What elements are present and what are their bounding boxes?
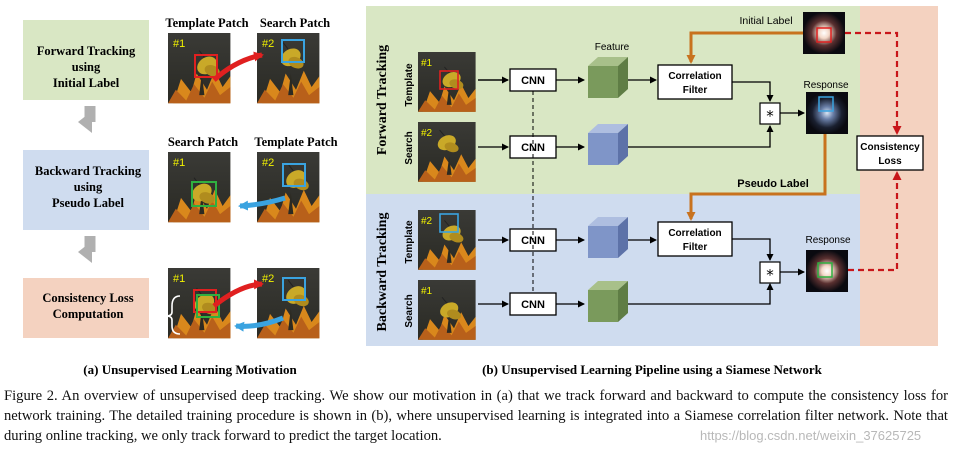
- watermark: https://blog.csdn.net/weixin_37625725: [700, 428, 922, 443]
- bwd-search-tag: #1: [421, 286, 433, 297]
- cnn-label-4: CNN: [521, 299, 545, 311]
- row3-blue-arrow: [234, 315, 284, 332]
- row1-red-box: [194, 54, 218, 78]
- corr-bwd-line1: Correlation: [668, 228, 721, 239]
- step-backward-box: [23, 150, 149, 230]
- row3-green-box: [196, 294, 220, 318]
- cnn-label-1: CNN: [521, 75, 545, 87]
- panel-a: Forward Tracking using Initial Label Bac…: [23, 16, 338, 377]
- fwd-template-box: [439, 70, 459, 90]
- pseudo-label-text: Pseudo Label: [737, 178, 809, 190]
- step-loss-line1: Consistency Loss: [42, 291, 133, 305]
- corr-fwd-line2: Filter: [683, 85, 708, 96]
- bwd-search-label: Search: [404, 294, 415, 327]
- fwd-template-label: Template: [404, 63, 415, 107]
- correlation-filter-bwd: [657, 221, 733, 257]
- loss-region: [860, 6, 938, 346]
- row1-tag-a: #1: [173, 38, 185, 50]
- step-forward-line2: using: [72, 60, 101, 74]
- loss-dashed-from-response: [848, 171, 902, 272]
- row2-green-box: [191, 181, 217, 207]
- row3-tag-a: #1: [173, 273, 185, 285]
- row3-red-arrow: [212, 279, 264, 308]
- conv-op-bwd-symbol: *: [766, 266, 774, 284]
- response-label-bwd: Response: [805, 235, 850, 246]
- step-loss-line2: Computation: [53, 307, 124, 321]
- step-loss-box: [23, 278, 149, 338]
- step-forward-line1: Forward Tracking: [37, 44, 136, 58]
- row3-tag-b: #2: [262, 273, 274, 285]
- initial-label-box: [816, 27, 832, 43]
- loss-line2: Loss: [878, 156, 902, 167]
- response-label-fwd: Response: [803, 80, 848, 91]
- row2-tag-a: #1: [173, 157, 185, 169]
- pseudo-label-arrow: [686, 134, 827, 221]
- row1-tag-b: #2: [262, 38, 274, 50]
- row3-red-box: [193, 289, 217, 313]
- step-backward-line3: Pseudo Label: [52, 196, 124, 210]
- response-map-fwd: [806, 92, 848, 134]
- conv-op-fwd-symbol: *: [766, 107, 774, 125]
- row3-bracket: [165, 295, 181, 335]
- row2-blue-box: [282, 163, 306, 187]
- loss-line1: Consistency: [860, 142, 920, 153]
- row2-left-label: Search Patch: [168, 135, 238, 149]
- row2-tag-b: #2: [262, 157, 274, 169]
- feature-cube-fwd-search: [588, 124, 628, 165]
- panel-a-caption: (a) Unsupervised Learning Motivation: [83, 362, 297, 377]
- step-backward-line2: using: [74, 180, 103, 194]
- feature-cube-bwd-search: [588, 281, 628, 322]
- initial-label-text: Initial Label: [739, 15, 792, 27]
- row2-right-label: Template Patch: [254, 135, 337, 149]
- feature-cube-fwd-template: [588, 57, 628, 98]
- initial-label-arrow: [686, 31, 803, 64]
- fwd-search-tag: #2: [421, 128, 433, 139]
- forward-tracking-label: Forward Tracking: [375, 45, 390, 155]
- corr-bwd-line2: Filter: [683, 242, 708, 253]
- bwd-template-box: [439, 213, 459, 233]
- row1-red-arrow: [212, 51, 264, 82]
- row1-left-label: Template Patch: [165, 16, 248, 30]
- consistency-loss-box: [856, 135, 924, 171]
- bwd-template-label: Template: [404, 220, 415, 264]
- backward-tracking-label: Backward Tracking: [375, 213, 390, 332]
- figure-caption: Figure 2. An overview of unsupervised de…: [4, 388, 948, 444]
- bwd-template-tag: #2: [421, 216, 433, 227]
- response-box-bwd: [817, 262, 833, 278]
- fwd-template-tag: #1: [421, 58, 433, 69]
- row2-blue-arrow: [238, 195, 286, 211]
- row1-blue-box: [281, 39, 305, 63]
- figure-diagram: Forward Tracking using Initial Label Bac…: [23, 6, 938, 377]
- initial-label-map: [803, 12, 845, 54]
- loss-dashed-from-initial: [845, 31, 902, 135]
- corr-fwd-line1: Correlation: [668, 71, 721, 82]
- feature-cube-bwd-template: [588, 217, 628, 258]
- response-map-bwd: [806, 250, 848, 292]
- row1-right-label: Search Patch: [260, 16, 330, 30]
- step-forward-line3: Initial Label: [53, 76, 120, 90]
- panel-b-caption: (b) Unsupervised Learning Pipeline using…: [482, 362, 823, 377]
- panel-b: Forward Tracking Backward Tracking Templ…: [366, 6, 938, 377]
- fwd-search-label: Search: [404, 131, 415, 164]
- step-forward-box: [23, 20, 149, 100]
- response-box-fwd: [818, 96, 834, 112]
- feature-label: Feature: [595, 42, 630, 53]
- row3-blue-box: [282, 277, 306, 301]
- step-backward-line1: Backward Tracking: [35, 164, 142, 178]
